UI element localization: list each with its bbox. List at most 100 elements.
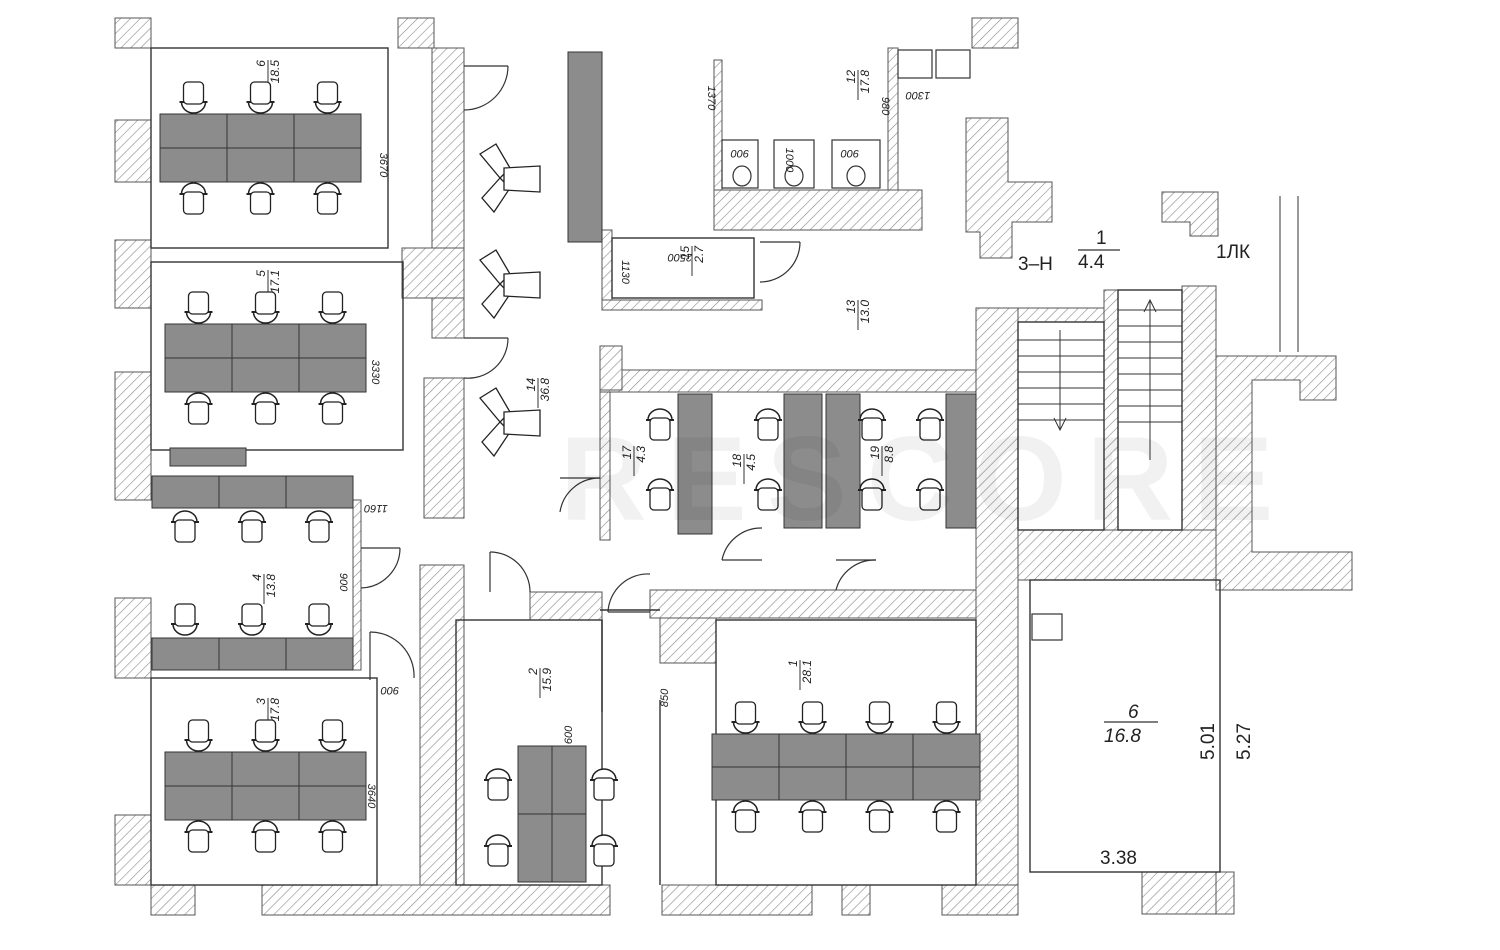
lounge-chair [479,143,541,214]
wall-left-6 [114,814,152,886]
room-number: 2 [526,668,540,676]
dimension-label: 900 [337,573,349,592]
office-chair [754,478,782,511]
wall-room15-bottom [601,299,763,311]
dimension-label: 900 [730,147,749,159]
wall-left-7 [150,884,196,916]
desk [845,766,914,801]
desk [151,475,220,509]
wall-bottom-1 [261,884,611,916]
office-chair [858,408,886,441]
office-chair [318,291,347,324]
room-number: 6 [254,60,268,67]
wall-room15 [601,229,613,301]
dimension-label: 980 [879,97,891,116]
room-number: 18 [730,454,744,468]
office-chair [184,291,213,324]
dim-5-01: 5.01 [1198,723,1219,760]
room-number: 6 [1128,702,1139,723]
office-chair [179,81,208,114]
desk [551,745,587,815]
desk [231,751,300,787]
desk [711,766,780,801]
desk [151,637,220,671]
dim-3-38: 3.38 [1100,848,1137,869]
office-chair [798,701,827,734]
desk [285,475,354,509]
wc-fixtures [721,49,1063,641]
office-chair [305,510,333,543]
dimension-label: 3330 [369,360,381,385]
office-chair [646,408,674,441]
wall-left-2 [114,119,152,183]
desk [517,813,553,883]
office-chair [916,478,944,511]
office-chair [484,768,512,801]
office-chair [171,510,199,543]
wall-column-1lk [1161,191,1219,237]
wall-left-1 [114,17,152,49]
dimension-label: 850 [659,688,671,707]
wall-partition-d [423,377,465,519]
office-chair [865,800,894,833]
desk [159,113,228,149]
wall-corridor-south-b [529,591,603,621]
wall-bottom-2 [661,884,813,916]
office-chair [590,768,618,801]
room-number: 19 [868,446,882,460]
office-chair [318,719,347,752]
wall-bottom-6 [1215,871,1235,915]
room-area: 17.8 [858,70,872,94]
desk [169,447,247,467]
office-chair [246,182,275,215]
office-chair [858,478,886,511]
room-area: 17.8 [268,698,282,722]
wall-stair-left [975,307,1019,891]
lounge-chair [479,249,541,320]
room-number: 4 [250,574,264,581]
room-area: 17.1 [268,270,282,293]
room-area: 4.5 [744,454,758,471]
office-chair [484,834,512,867]
wall-corridor-south-a [419,564,465,886]
room-area: 15.9 [540,668,554,692]
wall-column-3n [965,117,1053,259]
wall-cubicles-inner [599,391,611,541]
desk [164,357,233,393]
desk [778,766,847,801]
office-chair [238,510,266,543]
office-chair [932,800,961,833]
office-chair [916,408,944,441]
wall-stair-top [1017,307,1105,323]
room-number: 15 [678,246,692,260]
office-chair [731,701,760,734]
desk [164,323,233,359]
desk [845,733,914,768]
office-chair [251,719,280,752]
office-chair [313,182,342,215]
wall-top-1 [397,17,435,49]
wall-wc-right [887,47,899,191]
wall-left-4 [114,371,152,501]
office-chair [184,719,213,752]
office-chair [238,603,266,636]
dim-5-27: 5.27 [1234,723,1255,760]
dimension-label: 1370 [705,86,717,111]
office-chair [318,820,347,853]
dimension-label: 2500 [667,251,693,263]
room-number: 5 [254,270,268,277]
wall-top-2 [971,17,1019,49]
office-chair [251,392,280,425]
office-chair [313,81,342,114]
room-area: 13.8 [264,574,278,598]
office-chair [184,392,213,425]
room-area: 2.7 [692,245,706,264]
dimension-label: 900 [840,147,859,159]
